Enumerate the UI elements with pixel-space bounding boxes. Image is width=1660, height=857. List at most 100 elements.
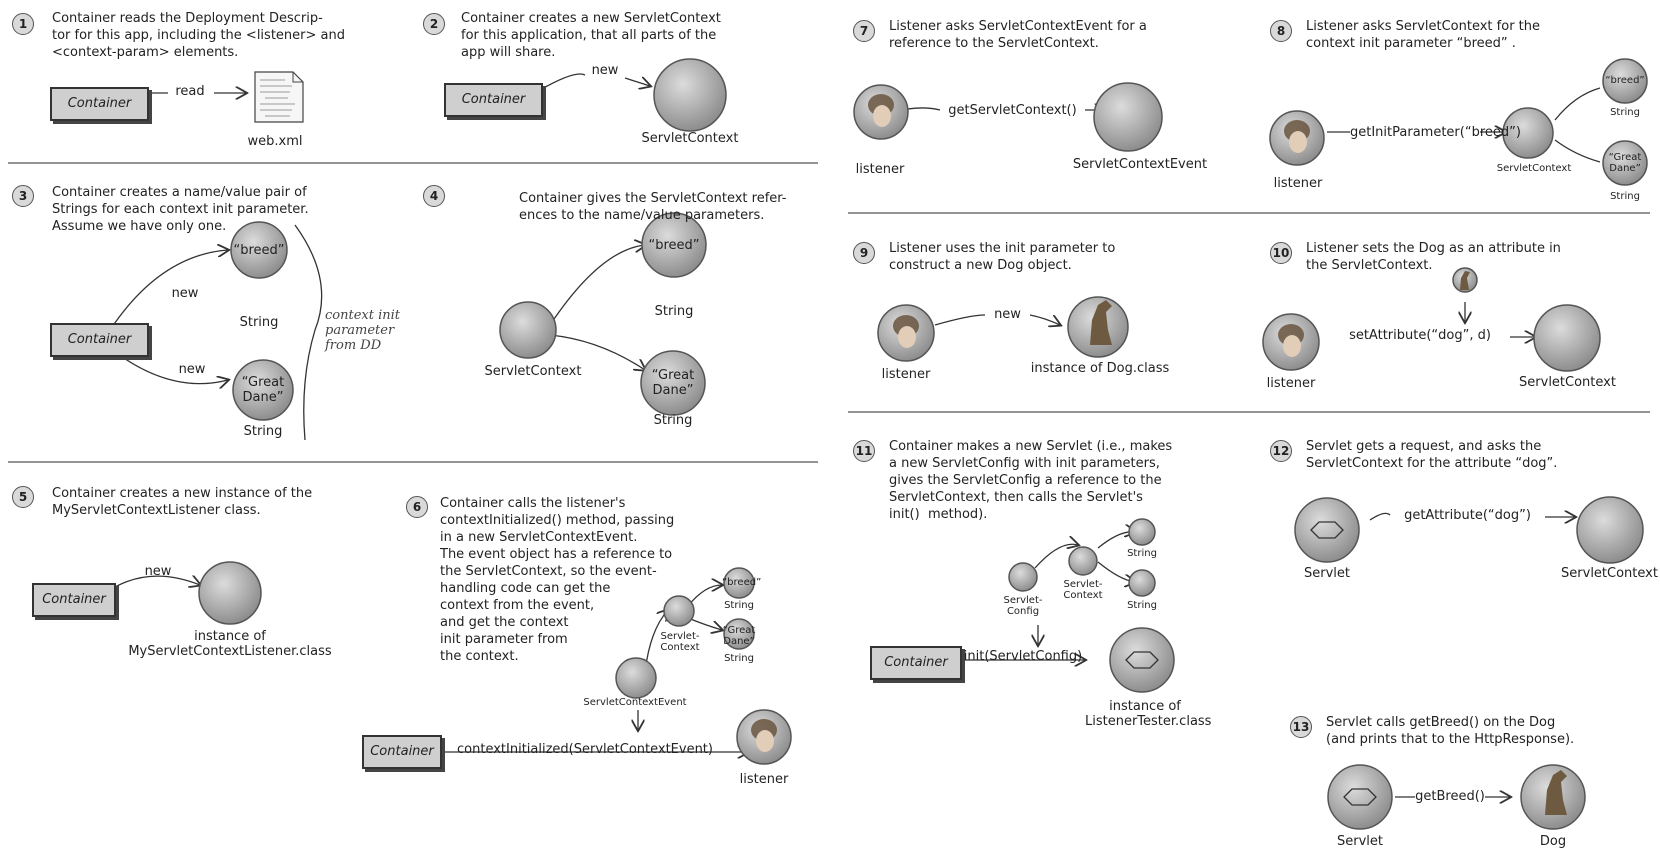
- get-init-parameter-label: getInitParameter(“breed”): [1350, 125, 1521, 140]
- breed-value: “breed”: [1605, 75, 1645, 86]
- container-box: Container: [362, 735, 442, 769]
- breed-string-object: [723, 567, 755, 599]
- step-9-number: 9: [853, 242, 875, 264]
- great-dane-string-object: [640, 350, 706, 416]
- step-13-number: 13: [1290, 716, 1312, 738]
- servletcontext-object: [663, 595, 695, 627]
- servletcontext-object: [1068, 546, 1098, 576]
- servletcontext-object: [499, 301, 557, 359]
- breed-value: “breed”: [233, 243, 285, 258]
- servletcontext-object: [1533, 304, 1601, 372]
- servletcontextevent-object: [615, 657, 657, 699]
- web-xml-document-icon: [254, 71, 304, 123]
- step-2-text: Container creates a new ServletContext f…: [461, 11, 721, 60]
- great-dane-string-object: [232, 359, 294, 421]
- step-5-number: 5: [12, 486, 34, 508]
- container-box: Container: [50, 87, 149, 121]
- step-13-text: Servlet calls getBreed() on the Dog (and…: [1326, 715, 1575, 747]
- init-label: init(ServletConfig): [963, 649, 1083, 664]
- listener-instance-label: instance of MyServletContextListener.cla…: [128, 629, 332, 659]
- step-11-text: Container makes a new Servlet (i.e., mak…: [889, 439, 1173, 522]
- new-arrow: [109, 347, 228, 384]
- servlet-label: Servlet: [1337, 834, 1383, 849]
- new-label: new: [591, 63, 619, 78]
- breed-string-object: [230, 221, 288, 279]
- servlet-label: Servlet: [1304, 566, 1350, 581]
- step-1-text: Container reads the Deployment Descrip- …: [52, 11, 345, 60]
- container-box: Container: [444, 83, 543, 117]
- servletconfig-label: Servlet- Config: [1003, 595, 1043, 617]
- container-box: Container: [32, 583, 116, 617]
- string-type-label: String: [724, 600, 754, 611]
- set-attribute-label: setAttribute(“dog”, d): [1349, 328, 1491, 343]
- ref-arrow: [549, 245, 645, 326]
- servletcontext-label: Servlet- Context: [1063, 579, 1103, 601]
- get-breed-label: getBreed(): [1415, 789, 1485, 804]
- step-3-text: Container creates a name/value pair of S…: [52, 185, 309, 234]
- step-9-text: Listener uses the init parameter to cons…: [889, 241, 1116, 273]
- servletcontext-object: [1576, 496, 1644, 564]
- string-type-label: String: [724, 653, 754, 664]
- step-7-text: Listener asks ServletContextEvent for a …: [889, 19, 1147, 51]
- step-4-number: 4: [423, 185, 445, 207]
- string-object: [1128, 518, 1156, 546]
- great-dane-value: “Great Dane”: [1608, 152, 1642, 174]
- great-dane-string-object: [723, 618, 755, 650]
- step-3-number: 3: [12, 185, 34, 207]
- servletcontext-label: ServletContext: [1561, 566, 1658, 581]
- step-6-text: Container calls the listener's contextIn…: [440, 496, 675, 664]
- step-6-number: 6: [406, 496, 428, 518]
- servletconfig-object: [1008, 562, 1038, 592]
- string-object: [1128, 569, 1156, 597]
- string-type-label: String: [1610, 107, 1640, 118]
- listener-label: listener: [1266, 376, 1316, 391]
- step-10-number: 10: [1270, 242, 1292, 264]
- breed-string-object: [1602, 58, 1648, 104]
- great-dane-value: “Great Dane”: [722, 625, 756, 647]
- servletcontextevent-object: [1093, 82, 1163, 152]
- dog-icon: [1090, 271, 1567, 815]
- servletcontext-label: ServletContext: [1496, 163, 1572, 174]
- get-attribute-label: getAttribute(“dog”): [1404, 508, 1531, 523]
- new-label: new: [994, 307, 1021, 322]
- get-servlet-context-label: getServletContext(): [948, 103, 1077, 118]
- new-label: new: [178, 362, 206, 377]
- step-8-number: 8: [1270, 20, 1292, 42]
- listener-instance-object: [198, 561, 262, 625]
- string-type-label: String: [654, 304, 694, 319]
- new-arrow: [624, 78, 650, 86]
- new-arrow: [109, 576, 200, 591]
- new-arrow: [109, 250, 228, 331]
- ref-arrow: [1034, 544, 1078, 569]
- read-label: read: [175, 84, 205, 99]
- step-1-number: 1: [12, 13, 34, 35]
- servlet-instance-object: [1109, 627, 1175, 693]
- step-2-number: 2: [423, 13, 445, 35]
- servlet-object: [1294, 497, 1360, 563]
- context-initialized-label: contextInitialized(ServletContextEvent): [457, 742, 713, 757]
- web-xml-label: web.xml: [247, 134, 303, 149]
- breed-value: “breed”: [648, 238, 700, 253]
- step-8-text: Listener asks ServletContext for the con…: [1306, 19, 1541, 51]
- step-10-text: Listener sets the Dog as an attribute in…: [1306, 241, 1561, 273]
- step-11-number: 11: [853, 440, 875, 462]
- servletcontext-label: ServletContext: [1519, 375, 1616, 390]
- servletcontextevent-label: ServletContextEvent: [583, 697, 687, 708]
- new-label: new: [144, 564, 172, 579]
- servlet-hexagon-icon: [1125, 521, 1377, 806]
- servletcontext-label: ServletContext: [484, 364, 582, 379]
- servletcontext-label: Servlet- Context: [660, 631, 700, 653]
- great-dane-value: “Great Dane”: [241, 375, 285, 405]
- great-dane-string-object: [1602, 140, 1648, 186]
- step-12-text: Servlet gets a request, and asks the Ser…: [1306, 439, 1558, 471]
- new-label: new: [171, 286, 199, 301]
- listener-label: listener: [739, 772, 789, 787]
- container-box: Container: [50, 323, 149, 357]
- string-type-label: String: [653, 413, 693, 428]
- servletcontext-object: [653, 58, 727, 132]
- listener-label: listener: [855, 162, 905, 177]
- context-init-note: context init parameter from DD: [325, 308, 400, 353]
- step-12-number: 12: [1270, 440, 1292, 462]
